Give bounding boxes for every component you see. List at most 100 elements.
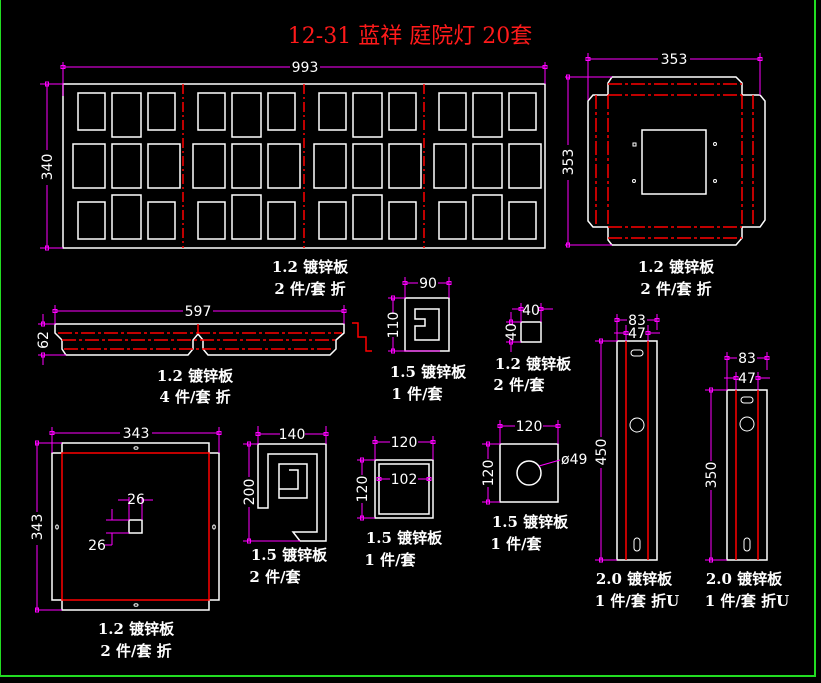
round-plate-dimensions (482, 420, 561, 505)
tab-outline (520, 321, 542, 343)
material-label: 1.2 镀锌板 (272, 258, 349, 276)
dim-width: 140 (279, 427, 306, 443)
channel-holes (629, 349, 645, 552)
frame-inner (378, 463, 430, 515)
channel-outline (616, 340, 658, 561)
part-round-hole-plate: 120 120 ø49 1.5 镀锌板 1 件/套 (481, 419, 587, 553)
window-cutout (267, 143, 301, 189)
window-cutout (111, 92, 142, 138)
part-u-channel-short: 83 47 350 2.0 镀锌板 1 件/套 折U (704, 351, 789, 610)
dim-width: 993 (292, 60, 319, 76)
tab-dimensions (506, 303, 553, 352)
plate-outline (499, 443, 559, 503)
dim-width: 597 (185, 304, 212, 320)
quantity-label: 2 件/套 (249, 568, 301, 586)
window-cutout (438, 201, 467, 240)
quantity-label: 2 件/套 折 (640, 280, 711, 298)
window-cutout (508, 143, 542, 189)
quantity-label: 4 件/套 折 (159, 388, 230, 406)
material-label: 1.5 镀锌板 (366, 529, 443, 547)
window-cutout (111, 194, 142, 240)
quantity-label: 1 件/套 (364, 551, 416, 569)
window-cutout (388, 201, 417, 240)
plate-outline (51, 442, 220, 611)
part-square-frame: 120 102 120 1.5 镀锌板 1 件/套 (355, 435, 443, 569)
cover-outline (587, 76, 766, 246)
window-cutout (267, 201, 296, 240)
window-cutout (197, 201, 226, 240)
window-cutout (267, 92, 296, 131)
window-cutout (318, 92, 347, 131)
dim-width: 40 (522, 303, 540, 319)
dim-length: 350 (704, 462, 720, 489)
channel-holes (739, 396, 755, 552)
panel-windows (72, 92, 542, 240)
long-channel-dimensions (595, 314, 660, 563)
dim-height: 62 (36, 331, 52, 349)
part-u-channel-long: 83 47 450 2.0 镀锌板 1 件/套 折U (594, 313, 679, 610)
window-cutout (192, 143, 226, 189)
material-label: 1.2 镀锌板 (157, 367, 234, 385)
material-label: 1.5 镀锌板 (390, 363, 467, 381)
channel-fold-lines (625, 341, 649, 560)
material-label: 1.5 镀锌板 (492, 513, 569, 531)
window-cutout (72, 143, 106, 189)
cover-fold-lines (595, 83, 754, 239)
dim-width: 343 (123, 426, 150, 442)
part-spiral-large: 140 200 1.5 镀锌板 2 件/套 (242, 426, 329, 586)
material-label: 1.5 镀锌板 (251, 546, 328, 564)
window-cutout (147, 143, 181, 189)
center-hole (516, 460, 542, 486)
window-cutout (508, 92, 537, 131)
part-spiral-small: 90 110 1.5 镀锌板 1 件/套 (386, 276, 467, 403)
channel-fold-lines (735, 390, 759, 560)
channel-outline (726, 389, 768, 561)
window-cutout (313, 143, 347, 189)
strip-outline (54, 323, 345, 356)
window-cutout (388, 143, 422, 189)
quantity-label: 2 件/套 折 (274, 280, 345, 298)
window-cutout (472, 143, 503, 189)
window-cutout (472, 194, 503, 240)
center-hole (128, 519, 143, 534)
dim-height: 40 (504, 323, 520, 341)
base-plate-dimensions (35, 427, 222, 613)
window-cutout (318, 201, 347, 240)
cover-dimensions (565, 53, 763, 248)
material-label: 1.2 镀锌板 (98, 620, 175, 638)
material-label: 2.0 镀锌板 (706, 570, 783, 588)
strip-fold-lines (58, 332, 342, 350)
dim-hole-height: 26 (88, 538, 106, 554)
material-label: 1.2 镀锌板 (495, 355, 572, 373)
strip-dimensions (38, 305, 347, 365)
window-cutout (352, 143, 383, 189)
quantity-label: 1 件/套 (391, 385, 443, 403)
window-cutout (231, 143, 262, 189)
dim-width: 353 (661, 52, 688, 68)
window-cutout (352, 194, 383, 240)
dim-height: 110 (386, 312, 402, 339)
part-square-tab: 40 40 1.2 镀锌板 2 件/套 (493, 303, 572, 394)
window-cutout (352, 92, 383, 138)
part-base-plate: 343 343 26 26 1.2 镀锌板 2 件/套 折 (30, 426, 222, 660)
quantity-label: 2 件/套 折 (100, 642, 171, 660)
dim-height: 340 (40, 154, 56, 181)
spiral-large-dimensions (243, 426, 329, 544)
plate-fold-lines (61, 452, 210, 601)
window-cutout (147, 92, 176, 131)
dim-width: 120 (516, 419, 543, 435)
panel-fold-lines (182, 84, 425, 248)
window-cutout (472, 92, 503, 138)
quantity-label: 1 件/套 折U (705, 592, 789, 610)
short-channel-dimensions (705, 352, 770, 563)
center-opening (641, 129, 707, 195)
window-cutout (433, 143, 467, 189)
spiral-outline (257, 443, 327, 542)
window-cutout (147, 201, 176, 240)
window-cutout (197, 92, 226, 131)
window-cutout (231, 92, 262, 138)
quantity-label: 2 件/套 (493, 376, 545, 394)
quantity-label: 1 件/套 (490, 535, 542, 553)
window-cutout (111, 143, 142, 189)
